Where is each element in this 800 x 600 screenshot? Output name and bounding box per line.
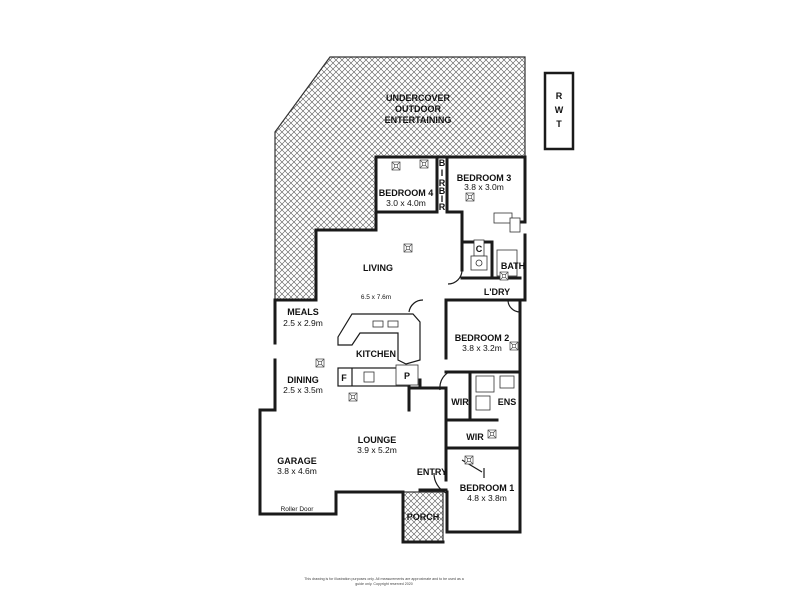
kitchen-name: KITCHEN: [356, 349, 396, 359]
bedroom4-dims: 3.0 x 4.0m: [386, 198, 426, 208]
outdoor-label-3: ENTERTAINING: [385, 115, 452, 125]
disclaimer-line-1: This drawing is for illustration purpose…: [304, 577, 464, 581]
laundry-name: L'DRY: [484, 287, 510, 297]
living-dims: 6.5 x 7.6m: [361, 294, 391, 301]
rainwater-tank: [543, 71, 575, 151]
bedroom3-dims: 3.8 x 3.0m: [464, 182, 504, 192]
rwt-label-r: R: [556, 91, 563, 101]
meals-dims: 2.5 x 2.9m: [283, 318, 323, 328]
wir1-name: WIR: [451, 397, 469, 407]
kitchen-fridge: F: [341, 373, 347, 383]
lounge-dims: 3.9 x 5.2m: [357, 445, 397, 455]
kitchen-bench: [337, 313, 421, 387]
bir2-1: B: [439, 186, 446, 196]
bedroom2-name: BEDROOM 2: [455, 333, 510, 343]
bir-1: B: [439, 158, 446, 168]
meals-name: MEALS: [287, 307, 319, 317]
dining-dims: 2.5 x 3.5m: [283, 385, 323, 395]
bedroom2-dims: 3.8 x 3.2m: [462, 343, 502, 353]
ens-name: ENS: [498, 397, 517, 407]
bedroom4-name: BEDROOM 4: [379, 188, 434, 198]
bir-2: I: [441, 168, 444, 178]
rwt-label-t: T: [556, 119, 562, 129]
disclaimer-line-2: guide only. Copyright reserved 2020: [355, 582, 412, 586]
outdoor-label-2: OUTDOOR: [395, 104, 441, 114]
dining-name: DINING: [287, 375, 319, 385]
wir2-name: WIR: [466, 432, 484, 442]
bath-c: C: [476, 244, 483, 254]
garage-door: Roller Door: [281, 506, 315, 513]
kitchen-pantry: P: [404, 371, 410, 381]
porch-name: PORCH: [407, 512, 440, 522]
bath-name: BATH: [501, 261, 525, 271]
porch-area: [402, 491, 444, 543]
bir2-3: R: [439, 202, 446, 212]
bedroom1-dims: 4.8 x 3.8m: [467, 493, 507, 503]
room-labels: UNDERCOVER OUTDOOR ENTERTAINING R W T BE…: [277, 91, 564, 522]
outdoor-label-1: UNDERCOVER: [386, 93, 451, 103]
garage-dims: 3.8 x 4.6m: [277, 466, 317, 476]
garage-name: GARAGE: [277, 456, 317, 466]
bedroom3-name: BEDROOM 3: [457, 173, 512, 183]
bir-3: R: [439, 178, 446, 188]
lounge-name: LOUNGE: [358, 435, 397, 445]
bir2-2: I: [441, 194, 444, 204]
bedroom1-name: BEDROOM 1: [460, 483, 515, 493]
living-name: LIVING: [363, 263, 393, 273]
rwt-label-w: W: [555, 105, 564, 115]
bathroom-fixtures: [470, 212, 521, 411]
entry-name: ENTRY: [417, 467, 447, 477]
